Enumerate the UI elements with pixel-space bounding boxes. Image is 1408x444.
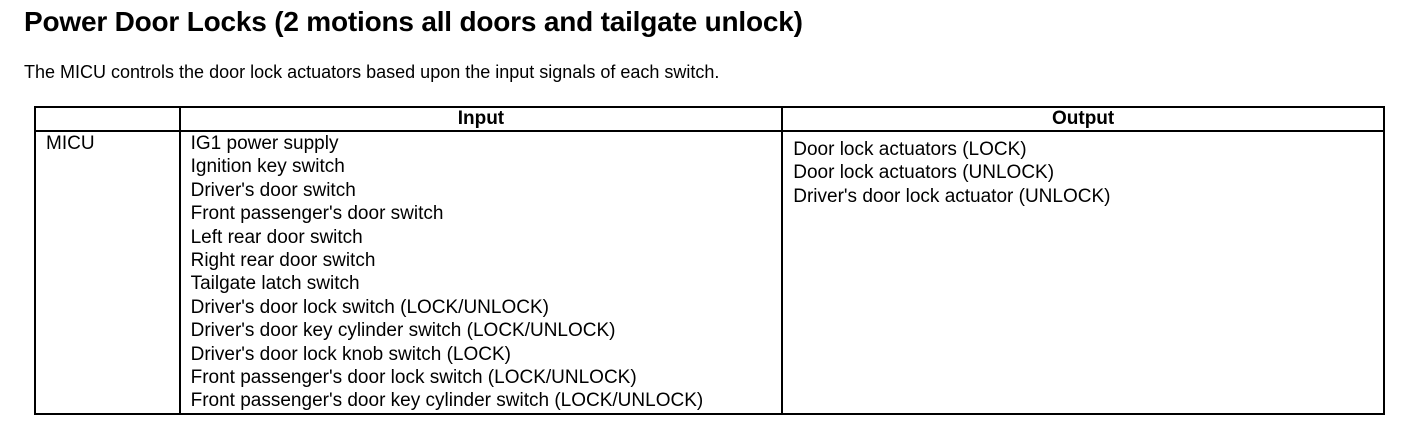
output-item: Driver's door lock actuator (UNLOCK) [793,185,1111,207]
input-item: Left rear door switch [190,226,363,248]
intro-text: The MICU controls the door lock actuator… [24,62,720,82]
output-item: Door lock actuators (LOCK) [793,139,1027,160]
input-item: IG1 power supply [190,133,339,154]
input-item: Front passenger's door lock switch (LOCK… [190,367,637,389]
input-item: Front passenger's door switch [190,203,444,225]
io-table: Input Output MICU IG1 power supply Ignit… [34,106,1385,415]
input-item: Driver's door lock switch (LOCK/UNLOCK) [190,296,549,318]
input-item: Driver's door lock knob switch (LOCK) [190,343,511,365]
header-unit [34,106,181,132]
input-item: Tailgate latch switch [190,273,360,295]
output-item: Door lock actuators (UNLOCK) [793,162,1055,184]
input-item: Front passenger's door key cylinder swit… [190,390,704,412]
table-row: MICU IG1 power supply Ignition key switc… [34,130,1385,415]
input-item: Right rear door switch [190,250,376,272]
header-output: Output [781,106,1385,132]
header-input: Input [178,106,784,132]
table-header-row: Input Output [34,106,1385,132]
input-item: Driver's door key cylinder switch (LOCK/… [190,320,616,342]
input-cell: IG1 power supply Ignition key switch Dri… [178,130,784,415]
output-cell: Door lock actuators (LOCK) Door lock act… [781,130,1385,415]
input-item: Ignition key switch [190,156,345,178]
page-title: Power Door Locks (2 motions all doors an… [24,6,803,37]
input-item: Driver's door switch [190,179,356,201]
unit-cell: MICU [34,130,181,415]
